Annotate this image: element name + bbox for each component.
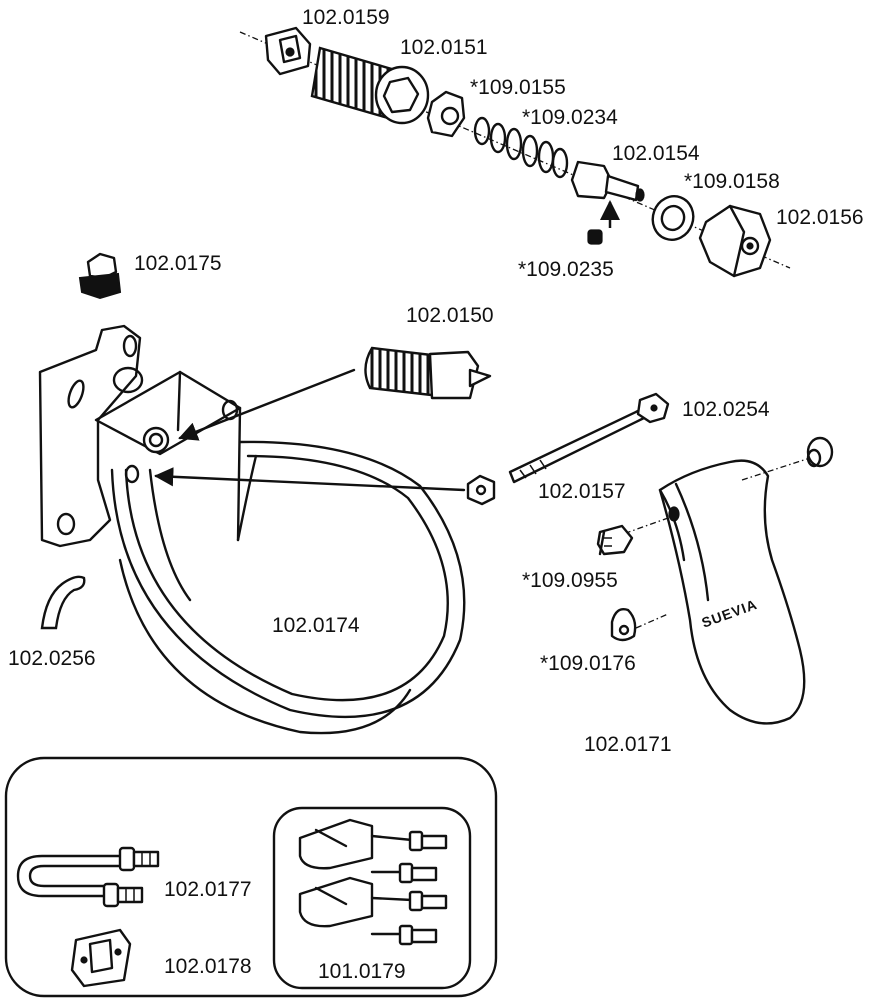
label-109-0235: *109.0235 [518,258,614,281]
part-109-0158-washer [651,195,695,241]
part-109-0955-plug [596,524,634,556]
part-102-0177-ubolt [16,846,160,908]
valve-assembly [239,26,791,278]
label-102-0256: 102.0256 [8,647,96,670]
label-109-0176: *109.0176 [540,652,636,675]
label-102-0154: 102.0154 [612,142,700,165]
part-109-0155-nut [426,90,466,138]
label-102-0171: 102.0171 [584,733,672,756]
label-101-0179: 101.0179 [318,960,406,983]
label-102-0175: 102.0175 [134,252,222,275]
part-102-0156-hex-nut [698,204,772,278]
label-102-0156: 102.0156 [776,206,864,229]
part-109-0234-spring [473,116,569,179]
label-102-0254: 102.0254 [682,398,770,421]
label-102-0151: 102.0151 [400,36,488,59]
label-109-0234: *109.0234 [522,106,618,129]
part-102-0157-nut [154,467,496,506]
part-101-0179-kit [298,818,448,946]
part-109-0176-cap [610,608,637,642]
kit-101-0179-frame [272,806,472,990]
part-102-0154-valve-pin [570,160,645,228]
part-102-0256-hook [40,575,86,630]
label-102-0159: 102.0159 [302,6,390,29]
part-109-0235-insert [587,229,603,245]
label-109-0955: *109.0955 [522,569,618,592]
label-109-0155: *109.0155 [470,76,566,99]
part-102-0178-clamp [70,928,132,988]
part-102-0171-paddle: SUEVIA [611,457,811,725]
label-102-0174: 102.0174 [272,614,360,637]
part-102-0174-bowl [38,324,466,735]
label-102-0178: 102.0178 [164,955,252,978]
part-102-0254-bolt [508,392,670,484]
part-102-0150-nipple [178,346,492,441]
label-102-0150: 102.0150 [406,304,494,327]
label-109-0158: *109.0158 [684,170,780,193]
label-102-0177: 102.0177 [164,878,252,901]
label-102-0157: 102.0157 [538,480,626,503]
part-102-0159-cap [264,26,312,76]
part-labels: 102.0159 102.0151 *109.0155 *109.0234 10… [8,6,864,983]
part-102-0151-threaded-body [310,46,430,125]
mounting-kit-panel [4,756,498,998]
part-rivet [806,436,834,468]
part-102-0175-dome-nut [78,252,122,300]
